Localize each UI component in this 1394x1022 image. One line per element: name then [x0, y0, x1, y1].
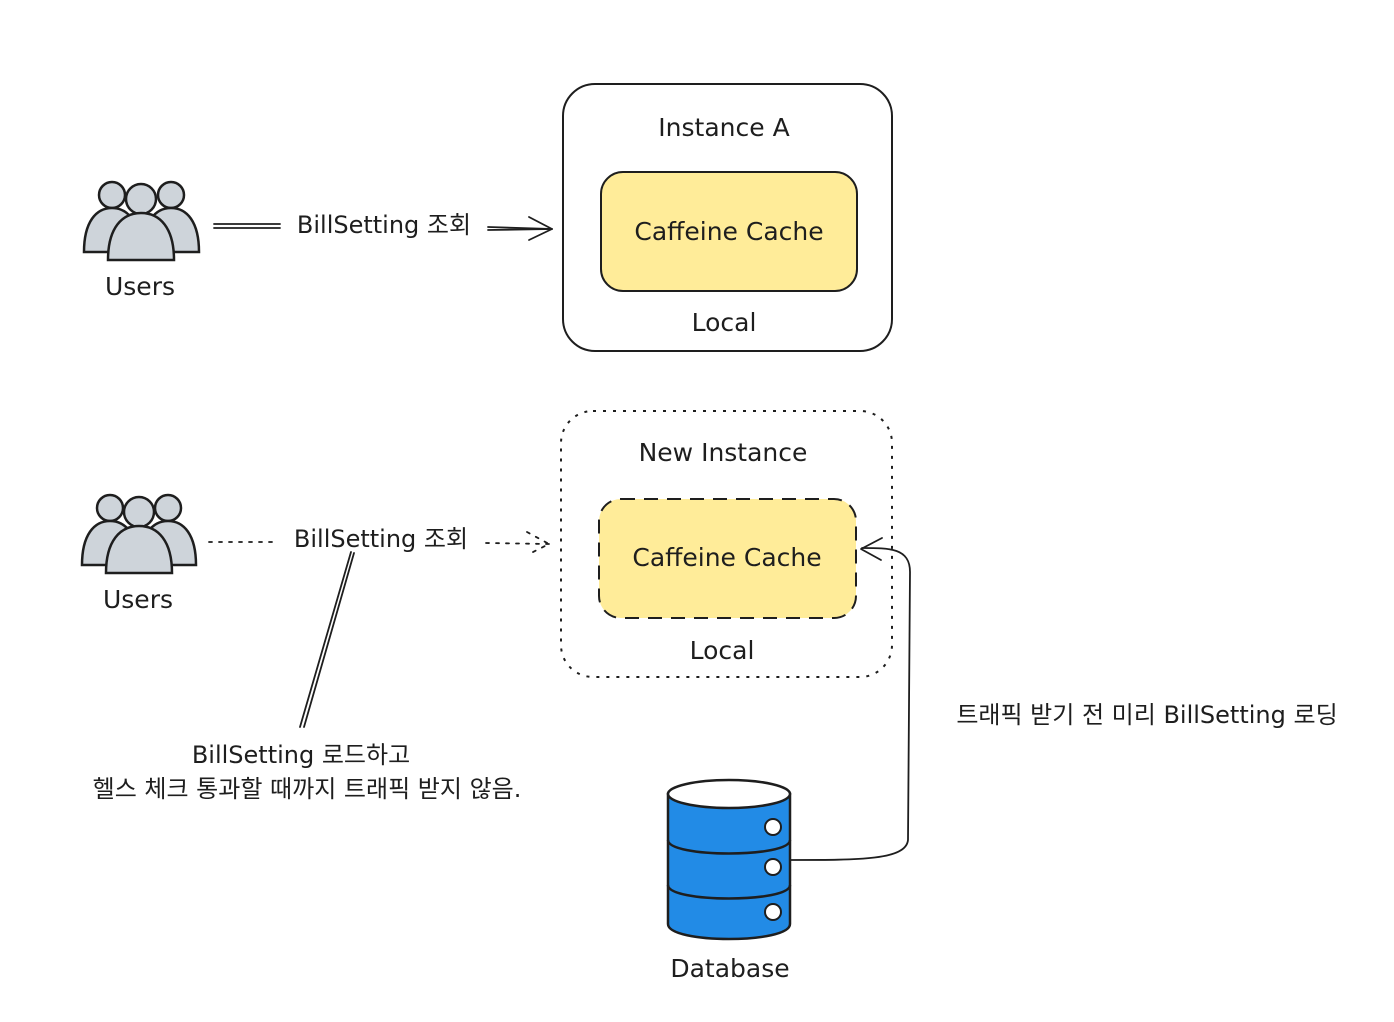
database-label: Database — [670, 954, 789, 983]
cache-label-top: Caffeine Cache — [634, 217, 823, 246]
instance-a-box — [562, 83, 893, 352]
request-arrow-top — [213, 216, 553, 241]
database-icon — [666, 778, 792, 941]
note-line-1: BillSetting 로드하고 — [192, 741, 410, 769]
request-label-bottom: BillSetting 조회 — [294, 525, 468, 553]
note-line-2: 헬스 체크 통과할 때까지 트래픽 받지 않음. — [93, 775, 522, 803]
local-label-top: Local — [692, 308, 757, 337]
users-icon-top — [82, 180, 201, 262]
new-instance-box — [560, 410, 893, 678]
users-label-top: Users — [105, 272, 175, 301]
caffeine-cache-box-top — [600, 171, 858, 292]
cache-label-bottom: Caffeine Cache — [632, 543, 821, 572]
note-connector — [299, 551, 355, 728]
instance-a-title: Instance A — [658, 113, 789, 142]
request-arrow-bottom — [208, 531, 550, 556]
users-label-bottom: Users — [103, 585, 173, 614]
preload-arrow — [790, 537, 911, 861]
request-label-top: BillSetting 조회 — [297, 211, 471, 239]
new-instance-title: New Instance — [639, 438, 808, 467]
preload-label: 트래픽 받기 전 미리 BillSetting 로딩 — [956, 701, 1337, 729]
local-label-bottom: Local — [690, 636, 755, 665]
users-icon-bottom — [80, 493, 198, 575]
caffeine-cache-box-bottom — [598, 498, 857, 619]
